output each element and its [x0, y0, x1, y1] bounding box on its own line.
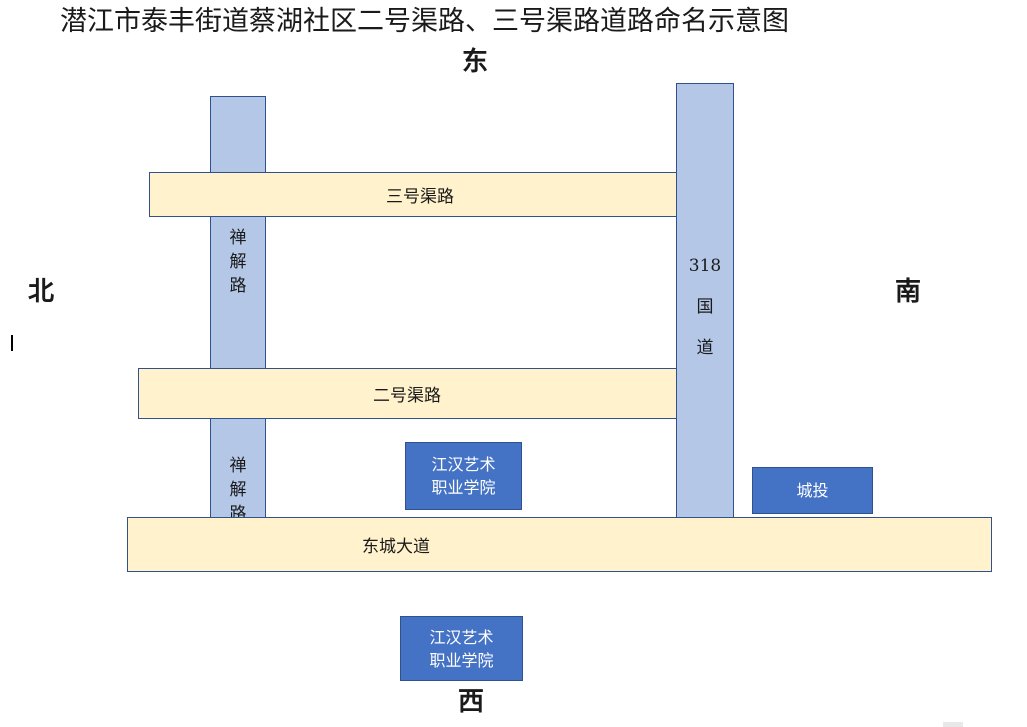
- landmark-chengtou[interactable]: 城投: [752, 467, 873, 514]
- road-erhao-qulu-label: 二号渠路: [373, 386, 441, 406]
- direction-east-label: 东: [462, 47, 489, 77]
- direction-west-label: 西: [458, 687, 485, 717]
- road-dongcheng-dadao-label: 东城大道: [362, 537, 430, 557]
- page-corner-mark: [943, 722, 963, 727]
- road-chanjie-lu-label-lower: 禅 解 路: [229, 456, 247, 524]
- landmark-arts-college-north[interactable]: 江汉艺术 职业学院: [405, 442, 522, 510]
- road-sanhao-qulu[interactable]: 三号渠路: [149, 172, 677, 217]
- text-cursor: [11, 335, 13, 351]
- landmark-arts-college-south[interactable]: 江汉艺术 职业学院: [400, 616, 523, 681]
- road-sanhao-qulu-label: 三号渠路: [386, 187, 454, 207]
- road-chanjie-lu-label-upper: 禅 解 路: [229, 228, 247, 296]
- road-guodao-318[interactable]: [676, 83, 734, 518]
- road-guodao-318-label: 318 国 道: [688, 256, 722, 358]
- road-chanjie-lu[interactable]: [210, 96, 266, 518]
- road-dongcheng-dadao[interactable]: 东城大道: [127, 517, 992, 572]
- direction-north-label: 北: [28, 277, 55, 307]
- direction-south-label: 南: [895, 277, 922, 307]
- map-title: 潜江市泰丰街道蔡湖社区二号渠路、三号渠路道路命名示意图: [60, 6, 789, 37]
- road-erhao-qulu[interactable]: 二号渠路: [138, 368, 677, 419]
